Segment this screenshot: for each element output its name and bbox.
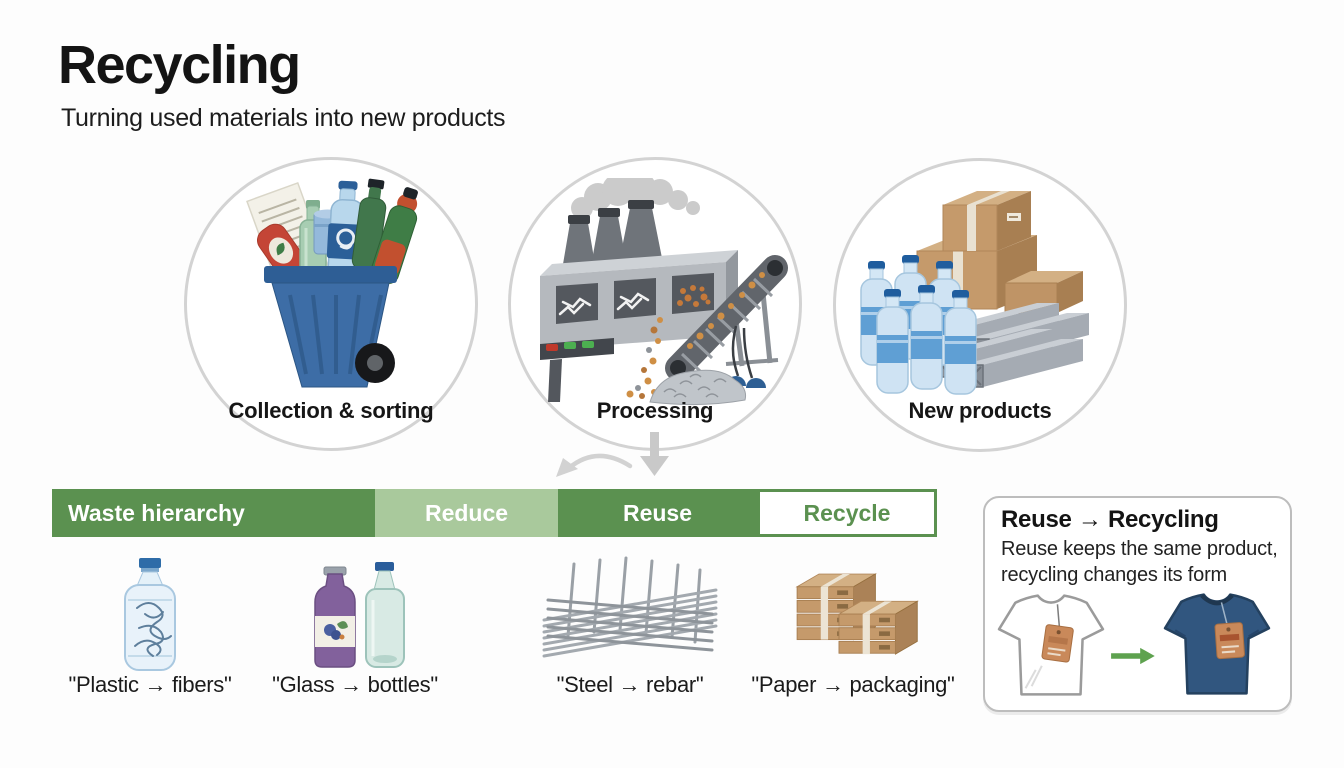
new-products-icon (860, 191, 1089, 395)
blue-tshirt-icon (1163, 593, 1271, 695)
price-tag (1214, 602, 1245, 660)
paper-stack-front (837, 600, 919, 655)
page-title: Recycling (58, 35, 301, 95)
chimneys (562, 200, 663, 270)
recycling-bin-icon (246, 178, 418, 388)
stage-label-collection: Collection & sorting (228, 398, 434, 423)
blue-bin (264, 266, 397, 388)
smoke-cloud (571, 178, 700, 219)
factory-conveyor-icon (540, 178, 788, 406)
flow-arrows (556, 432, 669, 477)
reuse-vs-recycling-callout: Reuse → Recycling Reuse keeps the same p… (983, 496, 1292, 712)
callout-title: Reuse → Recycling (1001, 506, 1219, 533)
example-label-glass: "Glass → bottles" (272, 672, 438, 697)
teal-bottle (365, 562, 405, 668)
purple-bottle (314, 566, 356, 668)
stage-label-new-products: New products (908, 398, 1052, 423)
shred-pile (649, 369, 746, 406)
hierarchy-segment-recycle: Recycle (757, 489, 937, 537)
down-arrow-icon (640, 432, 669, 476)
example-label-paper: "Paper → packaging" (751, 672, 955, 697)
green-arrow-icon (1111, 647, 1155, 665)
example-label-steel: "Steel → rebar" (556, 672, 704, 697)
hierarchy-segment-reuse: Reuse (558, 489, 757, 537)
stage-label-processing: Processing (596, 398, 714, 423)
water-bottles (860, 255, 977, 395)
example-label-plastic: "Plastic → fibers" (68, 672, 232, 697)
plastic-bottle-fibers-icon (124, 558, 176, 671)
page-subtitle: Turning used materials into new products (61, 104, 506, 132)
glass-bottles-icon (314, 562, 405, 668)
paper-packaging-icon (795, 573, 919, 655)
callout-body-line2: recycling changes its form (1001, 564, 1228, 586)
price-tag (1041, 604, 1074, 663)
steel-rebar-icon (542, 556, 718, 658)
blue-scoop (746, 378, 766, 388)
falling-shreds (626, 317, 666, 400)
callout-body-line1: Reuse keeps the same product, (1001, 538, 1278, 560)
hierarchy-segment-reduce: Reduce (375, 489, 558, 537)
hierarchy-title: Waste hierarchy (52, 489, 375, 537)
curved-arrow-icon (556, 453, 633, 477)
white-tshirt-icon (997, 594, 1105, 696)
